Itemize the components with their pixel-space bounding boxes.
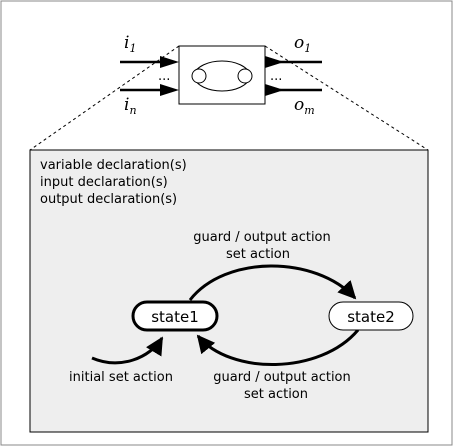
top-transition-set: set action [226,247,290,262]
declaration-inputs: input declaration(s) [40,175,168,190]
initial-transition-label: initial set action [69,370,173,385]
transition-state2-to-state1 [196,329,360,367]
declaration-variables: variable declaration(s) [40,158,187,173]
bottom-transition-set: set action [244,387,308,402]
transition-state1-to-state2 [188,264,357,301]
initial-transition [91,336,164,365]
input-label-n: in [124,95,137,117]
input-ellipsis: ... [158,69,170,84]
output-label-m: om [294,95,315,117]
zoom-line-left [29,45,180,151]
actor-block: ... ... i1 in o1 om [120,33,322,117]
output-port-1-arrow [265,56,284,68]
state-state1: state1 [131,300,219,332]
input-port-n-arrow [160,84,179,96]
output-label-1: o1 [294,33,311,55]
mini-fsm-icon [191,60,253,92]
input-label-1: i1 [124,33,136,55]
state2-shape [328,301,414,331]
declaration-outputs: output declaration(s) [40,192,177,207]
state-state2: state2 [328,301,414,331]
state2-label: state2 [347,308,395,326]
input-port-1-arrow [160,56,179,68]
top-transition-guard: guard / output action [193,230,331,245]
output-port-m-arrow [265,84,284,96]
expanded-panel [29,149,429,433]
output-ellipsis: ... [270,69,282,84]
state1-label: state1 [151,308,199,326]
state1-shape [131,300,219,332]
bottom-transition-guard: guard / output action [213,370,351,385]
zoom-line-right [264,45,429,151]
